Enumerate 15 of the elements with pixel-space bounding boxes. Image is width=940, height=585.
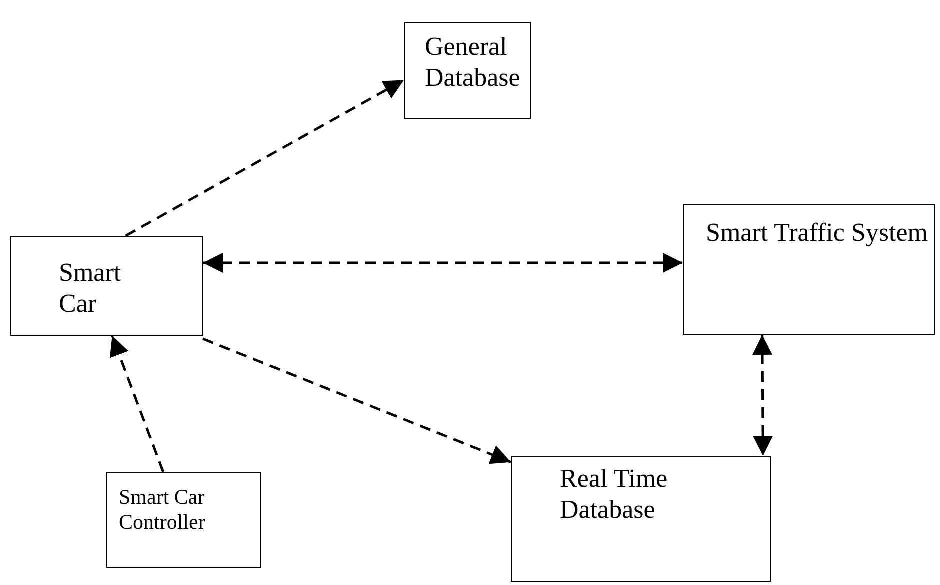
arrow <box>125 79 405 238</box>
node-label: Smart Car Controller <box>119 485 206 536</box>
arrow <box>752 335 774 456</box>
node-label: General Database <box>425 31 522 94</box>
process-box <box>511 456 771 582</box>
process-box <box>106 472 261 568</box>
node-label: Smart Traffic System <box>706 217 929 248</box>
node-label: Real Time Database <box>560 463 669 526</box>
arrow <box>203 252 683 273</box>
arrow <box>202 338 512 464</box>
process-box <box>683 204 935 335</box>
process-box <box>404 22 531 119</box>
node-label: Smart Car <box>59 257 122 320</box>
process-box <box>10 236 203 336</box>
arrow <box>110 336 165 472</box>
